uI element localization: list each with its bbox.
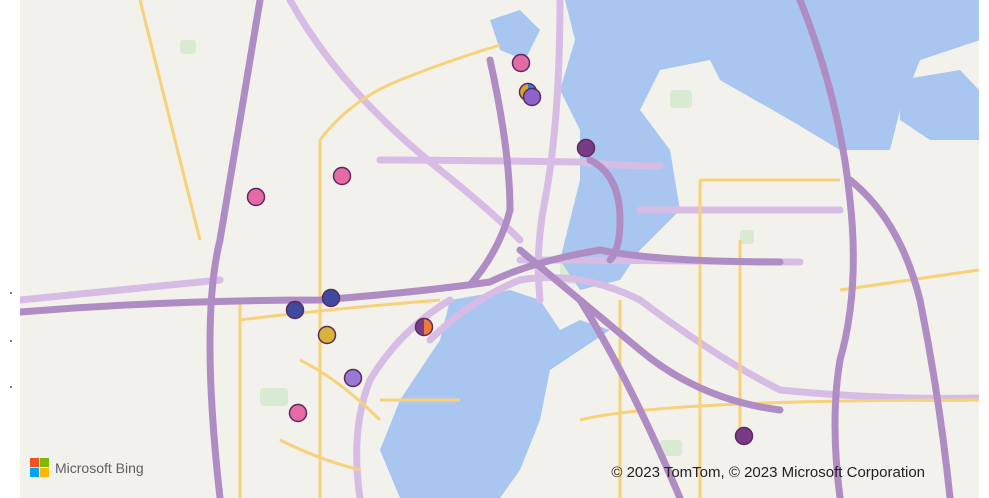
bing-label: Microsoft Bing: [55, 459, 144, 476]
microsoft-logo-icon: [30, 458, 49, 477]
map-marker[interactable]: [317, 325, 337, 345]
highways: [20, 0, 954, 498]
map-marker[interactable]: [321, 288, 341, 308]
map-markers: [246, 53, 754, 446]
map-marker[interactable]: [285, 300, 305, 320]
map-marker[interactable]: [246, 187, 266, 207]
major-roads: [138, 0, 979, 498]
edge-dot: [10, 386, 12, 388]
map-marker[interactable]: [414, 317, 434, 337]
bing-logo: Microsoft Bing: [30, 458, 144, 477]
map-canvas[interactable]: [20, 0, 979, 498]
map-copyright: © 2023 TomTom, © 2023 Microsoft Corporat…: [611, 464, 925, 481]
map-marker[interactable]: [511, 53, 531, 73]
map-marker[interactable]: [332, 166, 352, 186]
map-marker[interactable]: [343, 368, 363, 388]
map-marker[interactable]: [288, 403, 308, 423]
edge-dot: [10, 292, 12, 294]
edge-dot: [10, 340, 12, 342]
water-areas: [380, 0, 979, 498]
map-marker[interactable]: [522, 87, 542, 107]
map-view[interactable]: Microsoft Bing © 2023 TomTom, © 2023 Mic…: [20, 0, 979, 498]
map-marker[interactable]: [576, 138, 596, 158]
park-areas: [180, 40, 754, 456]
map-marker[interactable]: [734, 426, 754, 446]
